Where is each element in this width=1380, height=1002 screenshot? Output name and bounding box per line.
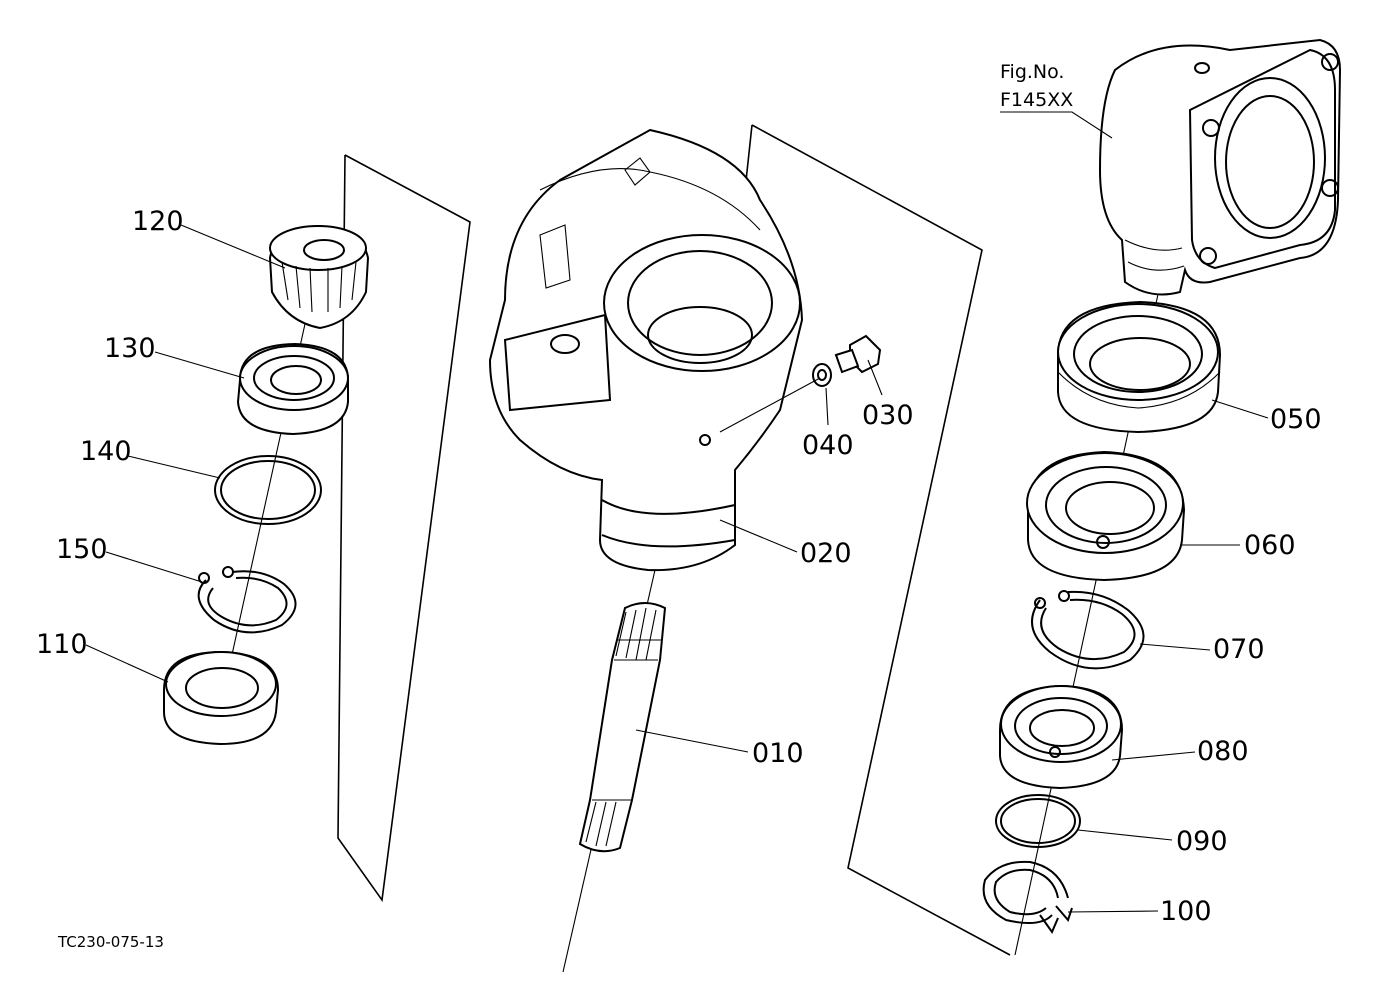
plug-bolt-030 bbox=[834, 334, 882, 374]
shim-140 bbox=[214, 455, 322, 525]
left-frame bbox=[337, 154, 471, 903]
bearing-080 bbox=[999, 684, 1124, 790]
callout-060: 060 bbox=[1244, 530, 1296, 561]
snap-ring-150 bbox=[197, 566, 297, 634]
callout-080: 080 bbox=[1197, 736, 1249, 767]
leader-lines bbox=[85, 111, 1269, 913]
callout-130: 130 bbox=[104, 333, 156, 364]
bevel-gear-120 bbox=[268, 224, 370, 330]
callout-070: 070 bbox=[1213, 634, 1265, 665]
snap-ring-070 bbox=[1031, 590, 1145, 670]
callout-050: 050 bbox=[1270, 404, 1322, 435]
callout-100: 100 bbox=[1160, 896, 1212, 927]
callout-090: 090 bbox=[1176, 826, 1228, 857]
figure-ref-line2: F145XX bbox=[1000, 89, 1073, 111]
callout-030: 030 bbox=[862, 400, 914, 431]
reference-housing bbox=[1098, 38, 1342, 296]
collar-110 bbox=[163, 650, 280, 746]
snap-ring-100 bbox=[982, 860, 1073, 935]
callout-140: 140 bbox=[80, 436, 132, 467]
ball-bearing-130 bbox=[236, 342, 349, 436]
callout-020: 020 bbox=[800, 538, 852, 569]
callout-110: 110 bbox=[36, 629, 88, 660]
left-axis-line bbox=[221, 264, 319, 701]
shim-090 bbox=[995, 794, 1081, 848]
callout-150: 150 bbox=[56, 534, 108, 565]
callout-010: 010 bbox=[752, 738, 804, 769]
gear-case-020 bbox=[488, 128, 804, 572]
washer-040 bbox=[812, 363, 832, 387]
callout-120: 120 bbox=[132, 206, 184, 237]
callout-040: 040 bbox=[802, 430, 854, 461]
bearing-060 bbox=[1026, 450, 1186, 582]
collar-050 bbox=[1057, 300, 1222, 434]
figure-ref-line1: Fig.No. bbox=[1000, 61, 1064, 83]
shaft-010 bbox=[578, 602, 667, 853]
drawing-code: TC230-075-13 bbox=[57, 933, 164, 951]
